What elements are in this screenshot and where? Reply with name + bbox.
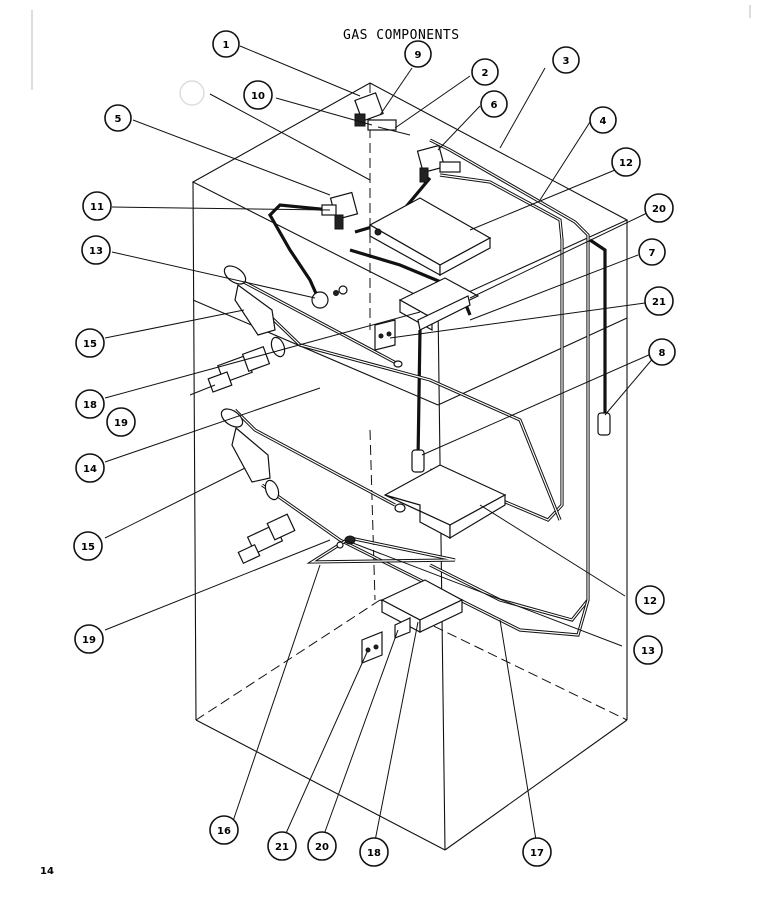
callout-bubble-7: 7 — [638, 238, 666, 266]
callout-label: 13 — [89, 246, 103, 257]
cabinet-outline — [191, 82, 629, 851]
callout-bubble-4: 4 — [589, 106, 617, 134]
callout-label: 1 — [223, 40, 230, 51]
page-number: 14 — [40, 866, 54, 877]
callout-label: 19 — [114, 418, 128, 429]
control-box-12-bottom — [383, 464, 507, 540]
callout-label: 12 — [643, 596, 657, 607]
callout-label: 17 — [530, 848, 544, 859]
callout-label: 16 — [217, 826, 231, 837]
burner-15-top — [223, 265, 403, 368]
callout-bubble-8: 8 — [648, 338, 676, 366]
callout-bubble-5: 5 — [104, 104, 132, 132]
pilot-orifice-13-top — [311, 285, 348, 309]
bracket-21-upper — [374, 319, 396, 351]
callout-bubble-15-bottom: 15 — [73, 531, 103, 561]
pilot-orifice-13-bottom — [336, 535, 356, 549]
callout-bubble-16: 16 — [209, 815, 239, 845]
callout-bubble-19-top: 19 — [106, 407, 136, 437]
callout-bubble-6-top: 6 — [480, 90, 508, 118]
top-gas-valve — [354, 92, 411, 136]
callout-label: 10 — [251, 91, 265, 102]
callout-bubble-9: 9 — [404, 40, 432, 68]
leader-lines — [104, 45, 661, 847]
callout-label: 19 — [82, 635, 96, 646]
callout-bubble-3: 3 — [552, 46, 580, 74]
callout-bubble-11: 11 — [82, 191, 112, 221]
callout-label: 13 — [641, 646, 655, 657]
callout-label: 18 — [367, 848, 381, 859]
bracket-7-20 — [398, 277, 480, 332]
callout-label: 6 — [491, 100, 498, 111]
callout-label: 3 — [563, 56, 570, 67]
thermocouple-8-right — [597, 412, 611, 436]
callout-bubble-10: 10 — [243, 80, 273, 110]
faint-blank-callout — [179, 80, 205, 106]
valve-connector-6 — [416, 144, 461, 183]
callout-bubble-12-top: 12 — [611, 147, 641, 177]
bracket-18-bottom — [380, 579, 464, 639]
callout-label: 5 — [115, 114, 122, 125]
callout-label: 15 — [83, 339, 97, 350]
callout-label: 4 — [600, 116, 607, 127]
callout-bubble-21-right: 21 — [644, 286, 674, 316]
igniter-19-bottom — [237, 513, 296, 565]
callout-bubble-20-bottom: 20 — [307, 831, 337, 861]
callout-bubble-15-top: 15 — [75, 328, 105, 358]
callout-label: 21 — [652, 297, 666, 308]
callout-bubble-14: 14 — [75, 453, 105, 483]
callout-label: 8 — [659, 348, 666, 359]
callout-bubble-19-bottom: 19 — [74, 624, 104, 654]
callout-label: 21 — [275, 842, 289, 853]
thermocouple-8-left — [411, 449, 425, 473]
callout-bubble-13-bottom: 13 — [633, 635, 663, 665]
callout-bubble-18-bottom: 18 — [359, 837, 389, 867]
control-box-12-top — [368, 197, 492, 277]
callout-bubble-17: 17 — [522, 837, 552, 867]
callout-label: 9 — [415, 50, 422, 61]
callout-label: 15 — [81, 542, 95, 553]
callout-label: 12 — [619, 158, 633, 169]
callout-bubble-1: 1 — [212, 30, 240, 58]
callout-label: 20 — [315, 842, 329, 853]
callout-label: 11 — [90, 202, 104, 213]
bracket-21-bottom — [361, 631, 383, 664]
igniter-19-top — [189, 346, 271, 396]
callout-label: 18 — [83, 400, 97, 411]
callout-bubble-13-top: 13 — [81, 235, 111, 265]
callout-label: 7 — [649, 248, 656, 259]
callout-label: 14 — [83, 464, 97, 475]
callout-bubble-2: 2 — [471, 58, 499, 86]
callout-label: 20 — [652, 204, 666, 215]
callout-bubble-12-bottom: 12 — [635, 585, 665, 615]
left-gas-valve-5 — [321, 191, 359, 230]
callout-bubble-18-left: 18 — [75, 389, 105, 419]
diagram-title: GAS COMPONENTS — [343, 28, 460, 43]
callout-bubble-21-bottom: 21 — [267, 831, 297, 861]
callout-label: 2 — [482, 68, 489, 79]
callout-bubble-20-right: 20 — [644, 193, 674, 223]
